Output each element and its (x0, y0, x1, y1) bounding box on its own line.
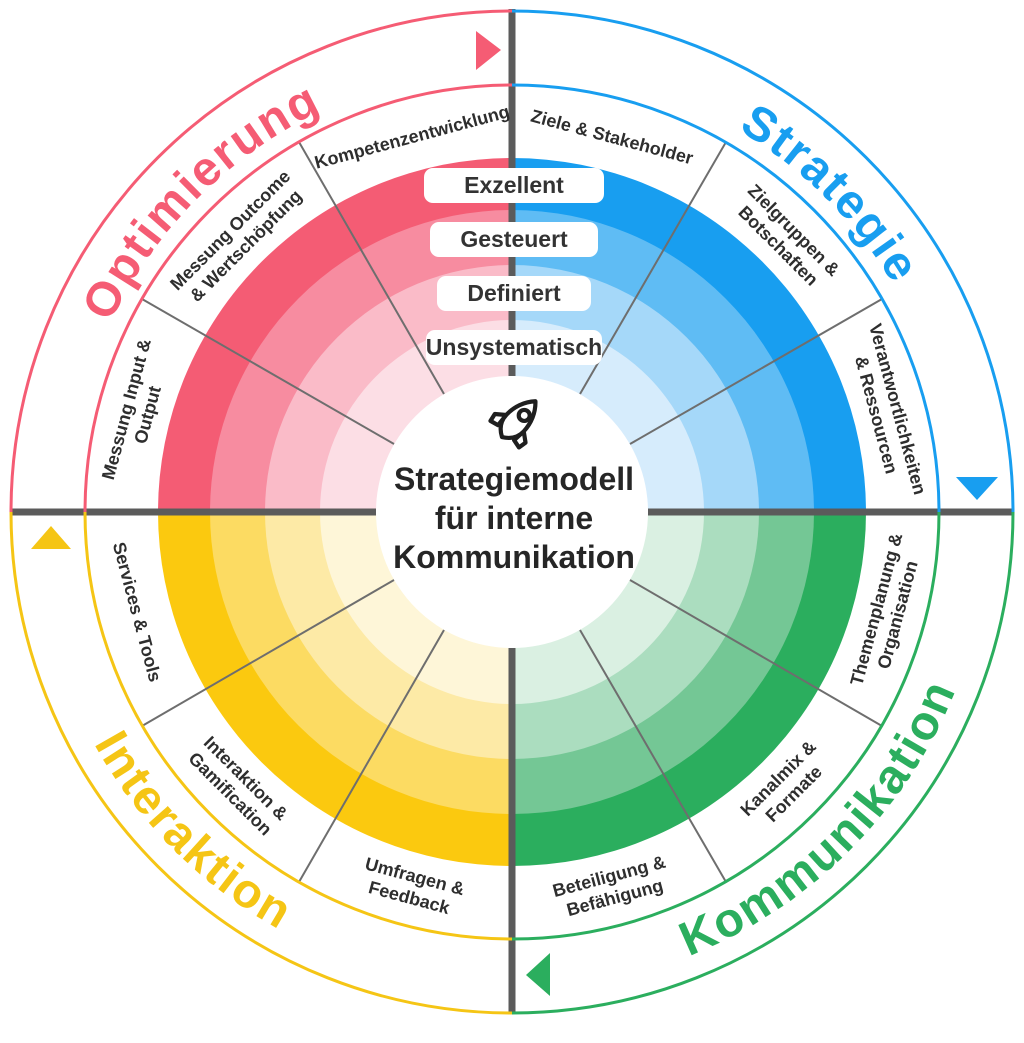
pill-background (437, 276, 591, 311)
maturity-level-pills: Exzellent Gesteuert Definiert Unsystemat… (424, 168, 604, 365)
segment-dividers (141, 141, 883, 883)
svg-text:Kommunikation: Kommunikation (393, 539, 635, 575)
inner-band-arcs (83, 83, 941, 941)
svg-text:Gesteuert: Gesteuert (460, 226, 568, 252)
divider-line (141, 298, 395, 445)
clockwise-arrow-bottom-icon (526, 953, 550, 996)
center-circle (376, 376, 648, 648)
center-title: Strategiemodell für interne Kommunikatio… (393, 461, 635, 575)
divider-line (579, 141, 727, 395)
svg-text:Services & Tools: Services & Tools (109, 540, 166, 684)
divider-line (141, 579, 395, 727)
pill-background (424, 168, 604, 203)
svg-text:Unsystematisch: Unsystematisch (426, 334, 602, 360)
outer-arc-kommunikation (511, 511, 1015, 1015)
outer-arc-interaktion (9, 511, 513, 1015)
pill-background (426, 330, 602, 365)
clockwise-arrow-top-icon (476, 31, 501, 70)
outer-arc-strategie (511, 9, 1015, 513)
divider-line (298, 141, 445, 395)
maturity-pill-definiert: Definiert (437, 276, 591, 311)
svg-text:Definiert: Definiert (467, 280, 561, 306)
outer-circle-arcs (9, 9, 1015, 1015)
svg-text:für interne: für interne (435, 500, 593, 536)
clockwise-arrow-left-icon (31, 526, 71, 549)
flow-arrows (31, 31, 998, 996)
band-arc-optimierung (83, 83, 513, 513)
svg-text:Strategiemodell: Strategiemodell (394, 461, 634, 497)
divider-line (298, 629, 445, 883)
segment-label-umfragen-feedback: Umfragen & Feedback (363, 854, 467, 919)
maturity-pill-gesteuert: Gesteuert (430, 222, 598, 257)
svg-text:Exzellent: Exzellent (464, 172, 564, 198)
segment-label-services-tools: Services & Tools (109, 540, 166, 684)
segment-label-beteiligung-befaehigung: Beteiligung & Befähigung (551, 852, 668, 920)
divider-line (579, 629, 727, 883)
band-arc-interaktion (83, 511, 513, 941)
outer-arc-optimierung (9, 9, 513, 513)
divider-line (629, 579, 883, 727)
clockwise-arrow-right-icon (956, 477, 998, 500)
maturity-pill-unsystematisch: Unsystematisch (426, 330, 602, 365)
band-arc-kommunikation (511, 511, 941, 941)
pill-background (430, 222, 598, 257)
divider-line (629, 298, 883, 445)
maturity-pill-exzellent: Exzellent (424, 168, 604, 203)
rocket-icon (488, 399, 538, 450)
band-arc-strategie (511, 83, 941, 513)
